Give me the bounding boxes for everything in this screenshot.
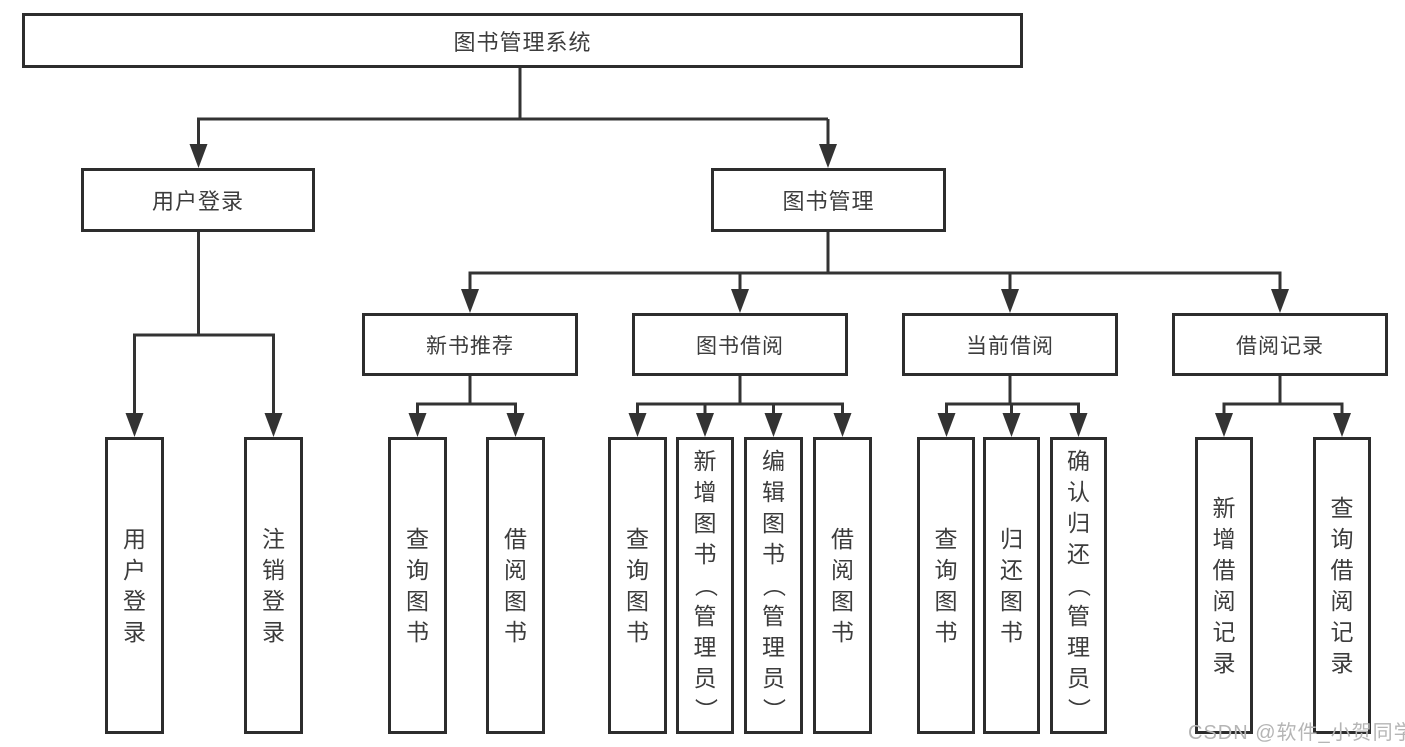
connector-currentborrow-to-leaves [945,376,1080,415]
node-root-label: 图书管理系统 [453,29,592,55]
arrowhead-icon [937,413,956,437]
leaf-query-book-3: 查询图书 [917,437,975,734]
node-borrow-record: 借阅记录 [1172,313,1388,376]
arrowhead-icon [1271,289,1289,313]
connector-bookborrow-to-leaves [636,376,844,415]
leaf-query-book-2: 查询图书 [608,437,667,734]
arrowhead-icon [696,413,714,437]
leaf-user-login-label: 用户登录 [123,525,146,645]
arrowhead-icon [764,413,783,437]
node-book-management-label: 图书管理 [782,189,875,214]
leaf-borrow-book-2-label: 借阅图书 [831,525,854,645]
connector-userlogin-to-leaves [133,232,275,415]
arrowhead-icon [1215,413,1233,437]
leaf-borrow-book: 借阅图书 [486,437,545,734]
leaf-add-book-admin-label: 新增图书（管理员） [692,448,719,722]
leaf-edit-book-admin-label: 编辑图书（管理员） [761,448,787,722]
arrowhead-icon [1069,413,1088,437]
leaf-query-book-2-label: 查询图书 [626,525,649,645]
node-current-borrow: 当前借阅 [902,313,1118,376]
arrowhead-icon [408,413,427,437]
leaf-query-borrow-record-label: 查询借阅记录 [1330,494,1354,676]
connector-root-to-level2 [197,68,830,146]
leaf-return-book-label: 归还图书 [1000,525,1023,645]
leaf-return-book: 归还图书 [983,437,1040,734]
node-root-library-system: 图书管理系统 [22,13,1023,68]
leaf-query-book-3-label: 查询图书 [934,525,958,645]
arrowhead-icon [833,413,852,437]
arrowhead-icon [819,144,837,168]
leaf-confirm-return-admin: 确认归还（管理员） [1050,437,1107,734]
leaf-logout-label: 注销登录 [262,525,285,645]
node-book-borrow-label: 图书借阅 [696,334,784,358]
node-book-borrow: 图书借阅 [632,313,848,376]
leaf-add-borrow-record: 新增借阅记录 [1195,437,1253,734]
leaf-confirm-return-admin-label: 确认归还（管理员） [1066,448,1092,722]
csdn-watermark: CSDN @软件_小贺同学 [1188,722,1405,744]
arrowhead-icon [1002,413,1021,437]
node-new-book-recommend-label: 新书推荐 [426,334,514,358]
connector-newbook-to-leaves [416,376,517,415]
arrowhead-icon [731,289,749,313]
arrowhead-icon [1333,413,1351,437]
arrowhead-icon [189,144,208,168]
node-user-login: 用户登录 [81,168,315,232]
leaf-add-book-admin: 新增图书（管理员） [676,437,734,734]
leaf-query-borrow-record: 查询借阅记录 [1313,437,1371,734]
leaf-query-book-label: 查询图书 [406,525,429,645]
arrowhead-icon [461,289,479,313]
node-book-management: 图书管理 [711,168,946,232]
leaf-borrow-book-label: 借阅图书 [504,525,527,645]
connector-bookmgmt-to-level3 [468,232,1282,291]
node-current-borrow-label: 当前借阅 [966,334,1054,358]
leaf-user-login: 用户登录 [105,437,164,734]
node-borrow-record-label: 借阅记录 [1236,334,1324,358]
leaf-borrow-book-2: 借阅图书 [813,437,872,734]
node-new-book-recommend: 新书推荐 [362,313,578,376]
leaf-query-book: 查询图书 [388,437,447,734]
leaf-logout: 注销登录 [244,437,303,734]
leaf-add-borrow-record-label: 新增借阅记录 [1212,494,1236,676]
arrowhead-icon [628,413,647,437]
arrowhead-icon [125,413,144,437]
arrowhead-icon [1001,289,1019,313]
connector-borrowrecord-to-leaves [1222,376,1344,415]
leaf-edit-book-admin: 编辑图书（管理员） [744,437,803,734]
node-user-login-label: 用户登录 [151,189,244,214]
arrowhead-icon [506,413,525,437]
arrowhead-icon [264,413,283,437]
